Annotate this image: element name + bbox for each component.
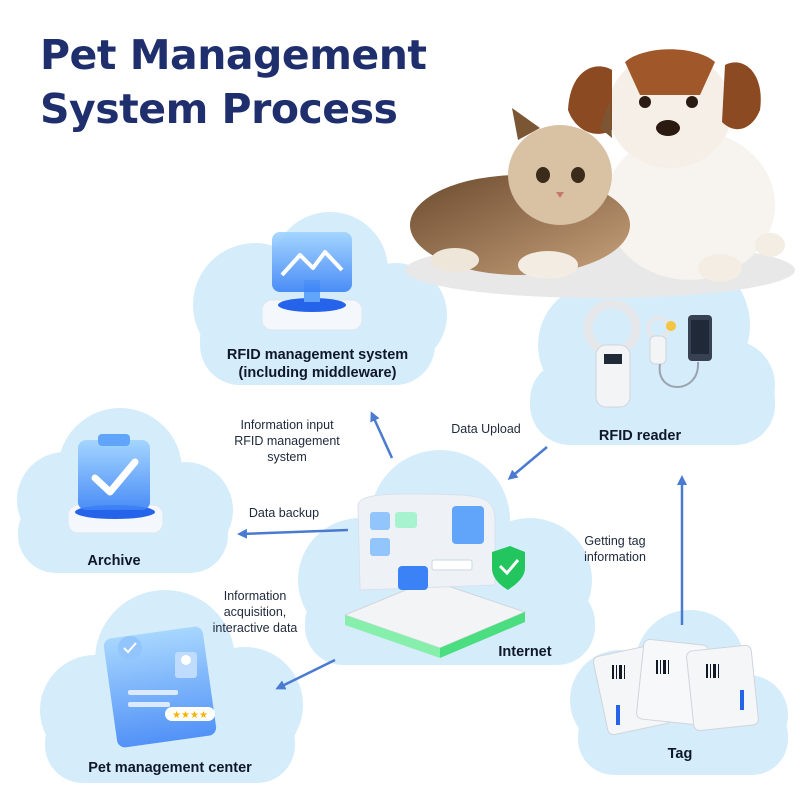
office-desk-icon — [343, 493, 527, 658]
edge-label-data-upload: Data Upload — [436, 421, 536, 437]
title-line-1: Pet Management — [40, 31, 427, 79]
info-input-line-3: system — [267, 450, 307, 464]
archive-label-text: Archive — [87, 553, 141, 569]
rfid-system-line-1: RFID management system — [226, 347, 409, 363]
rfid-tags-icon — [592, 638, 759, 736]
clipboard-check-icon — [67, 434, 164, 534]
arrow-to-archive — [237, 528, 349, 539]
info-acq-line-3: interactive data — [212, 621, 298, 635]
edge-label-info-input: Information input RFID management system — [212, 417, 362, 465]
node-label-rfid-system: RFID management system (including middle… — [200, 346, 435, 382]
getting-tag-line-1: Getting tag — [584, 534, 646, 548]
page-title: Pet Management System Process — [40, 28, 520, 136]
data-backup-text: Data backup — [248, 506, 320, 520]
rfid-system-line-2: (including middleware) — [238, 365, 397, 381]
getting-tag-line-2: information — [584, 550, 646, 564]
info-input-line-2: RFID management — [234, 434, 340, 448]
internet-label-text: Internet — [498, 644, 552, 660]
edge-label-getting-tag: Getting tag information — [565, 533, 665, 565]
monitor-chart-icon — [261, 232, 363, 331]
tag-label-text: Tag — [667, 746, 693, 762]
node-label-rfid-reader: RFID reader — [560, 427, 720, 445]
node-label-internet: Internet — [470, 643, 580, 661]
title-line-2: System Process — [40, 85, 398, 133]
arrow-reader-to-internet — [507, 446, 548, 480]
node-label-tag: Tag — [640, 745, 720, 763]
info-input-line-1: Information input — [240, 418, 334, 432]
arrow-to-rfid-system — [370, 411, 394, 459]
pets-photo — [405, 49, 795, 298]
data-upload-text: Data Upload — [451, 422, 521, 436]
edge-label-info-acq: Information acquisition, interactive dat… — [195, 588, 315, 636]
id-card-icon: ★★★★ — [103, 626, 217, 748]
svg-text:★★★★: ★★★★ — [172, 710, 208, 721]
node-label-pet-center: Pet management center — [60, 759, 280, 777]
rfid-reader-icon — [583, 299, 712, 408]
pet-center-label-text: Pet management center — [88, 760, 252, 776]
rfid-reader-label-text: RFID reader — [598, 428, 682, 444]
arrow-to-pet-center — [275, 658, 336, 690]
info-acq-line-2: acquisition, — [223, 605, 287, 619]
node-label-archive: Archive — [54, 552, 174, 570]
info-acq-line-1: Information — [223, 589, 287, 603]
edge-label-data-backup: Data backup — [234, 505, 334, 521]
